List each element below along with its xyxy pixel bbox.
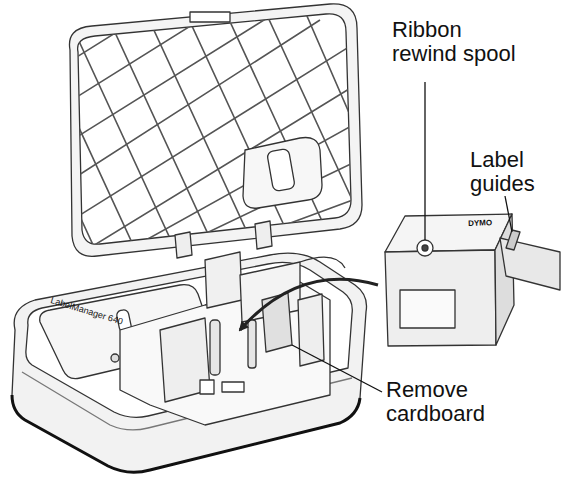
callout-label: Ribbon rewind spool xyxy=(392,18,524,66)
lid-inner xyxy=(78,14,351,244)
lid-latch xyxy=(243,138,322,209)
leader-line xyxy=(424,82,425,240)
brand-logo: DYMO xyxy=(468,219,508,229)
cassette-top xyxy=(385,214,512,252)
lid-slot xyxy=(190,12,230,22)
rewind-spool xyxy=(417,240,433,256)
label-guide xyxy=(506,230,520,250)
print-head xyxy=(262,293,292,352)
hinge xyxy=(175,221,272,258)
callout-label: Remove cardboard xyxy=(386,378,506,426)
base xyxy=(12,253,367,472)
callout-label: Label guides xyxy=(470,148,570,196)
lid-grid xyxy=(0,0,400,260)
spindle xyxy=(210,320,220,375)
leader-line xyxy=(292,345,382,392)
insert-arrow xyxy=(240,279,378,330)
leader-line xyxy=(505,196,512,232)
cassette-front xyxy=(385,250,496,346)
